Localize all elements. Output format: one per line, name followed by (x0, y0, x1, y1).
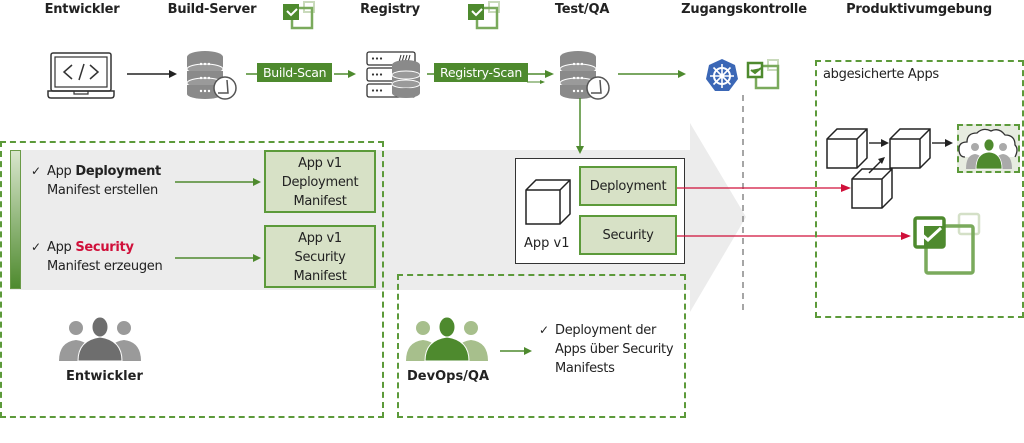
deployment-manifest-box: App v1 Deployment Manifest (264, 150, 376, 213)
cloud-users-icon (958, 128, 1018, 170)
test-qa-database-icon (559, 51, 610, 100)
devops-role-label: DevOps/QA (407, 369, 490, 384)
kubernetes-icon (706, 59, 738, 91)
check-icon: ✓ (539, 323, 549, 337)
registry-scan-step: Registry-Scan (434, 63, 528, 82)
arrow-to-security-manifest (175, 254, 261, 262)
security-check-icon-access (746, 59, 780, 90)
developer-panel (0, 141, 384, 418)
stage-label-registry: Registry (360, 2, 420, 17)
task-prefix: App (47, 240, 76, 255)
task-highlight: Deployment (75, 164, 161, 179)
access-control-separator (742, 95, 744, 315)
task-line2: Manifest erzeugen (47, 259, 163, 274)
app-security-box: Security (579, 215, 677, 255)
security-check-icon-build (283, 1, 315, 30)
task-prefix: App (47, 164, 76, 179)
registry-server-icon (366, 51, 421, 98)
security-check-icon-registry (468, 1, 500, 30)
task-line2: Manifest erstellen (47, 183, 158, 198)
devops-panel (397, 274, 686, 418)
production-cubes-icon (826, 128, 953, 209)
stage-label-test-qa: Test/QA (554, 2, 610, 17)
security-manifest-box: App v1 Security Manifest (264, 225, 376, 288)
manifest-line: App v1 (298, 156, 342, 171)
stage-label-produktivumgebung: Produktivumgebung (846, 2, 992, 17)
app-package-label: App v1 (524, 236, 570, 251)
manifest-line: App v1 (298, 231, 342, 246)
arrow-to-deployment-manifest (175, 178, 261, 186)
build-server-database-icon (186, 51, 237, 100)
production-security-check-icon (913, 212, 981, 275)
task-deployment-manifest: ✓ App Deployment Manifest erstellen (31, 162, 161, 200)
stage-label-zugangskontrolle: Zugangskontrolle (681, 2, 807, 17)
check-icon: ✓ (31, 240, 41, 254)
task-line2: Apps über Security (555, 342, 674, 357)
build-scan-step: Build-Scan (257, 63, 333, 82)
manifest-line: Manifest (293, 269, 347, 284)
app-deployment-box: Deployment (579, 166, 677, 206)
app-cube-icon (525, 179, 571, 225)
manifest-line: Deployment (281, 175, 359, 190)
arrow-devops-to-task (500, 347, 532, 355)
arrow-test-to-access (618, 70, 686, 78)
developer-team-icon (59, 316, 141, 362)
arrow-test-to-package (576, 98, 584, 154)
devops-task: ✓ Deployment der Apps über Security Mani… (539, 321, 674, 378)
production-title: abgesicherte Apps (823, 67, 939, 82)
manifest-line: Manifest (293, 194, 347, 209)
registry-scan-connector (427, 70, 554, 84)
manifest-line: Security (294, 250, 346, 265)
devops-team-icon (406, 316, 488, 362)
laptop-code-icon (47, 52, 115, 99)
check-icon: ✓ (31, 164, 41, 178)
production-panel (815, 60, 1024, 318)
task-line1: Deployment der (555, 323, 657, 338)
arrow-dev-to-build (127, 70, 177, 78)
task-highlight: Security (75, 240, 134, 255)
developer-role-label: Entwickler (66, 369, 143, 384)
stage-label-entwickler: Entwickler (44, 2, 120, 17)
task-line3: Manifests (555, 361, 615, 376)
security-to-production-line (677, 232, 911, 240)
task-security-manifest: ✓ App Security Manifest erzeugen (31, 238, 163, 276)
developer-progress-bar (10, 150, 21, 289)
stage-label-build-server: Build-Server (167, 2, 257, 17)
